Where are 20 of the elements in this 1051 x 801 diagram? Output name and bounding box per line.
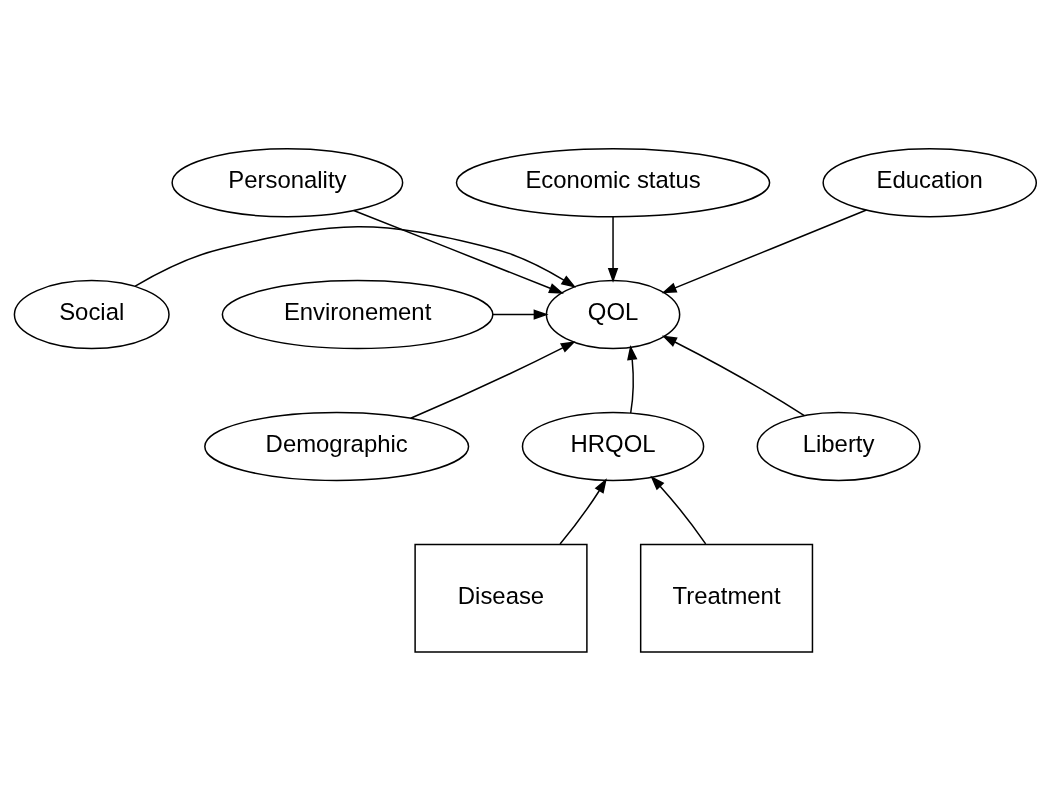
node-ellipse: Economic status bbox=[455, 148, 771, 218]
arrow bbox=[352, 209, 564, 294]
node-box: Disease bbox=[414, 543, 588, 653]
arrow bbox=[409, 341, 576, 419]
node-ellipse: Demographic bbox=[204, 411, 470, 482]
node-box: Treatment bbox=[639, 543, 814, 653]
node-ellipse: Liberty bbox=[756, 411, 921, 482]
arrow bbox=[661, 335, 806, 417]
node-ellipse: Social bbox=[13, 279, 170, 350]
arrow bbox=[492, 309, 549, 320]
arrow bbox=[661, 209, 868, 294]
arrow bbox=[134, 226, 577, 288]
arrow bbox=[650, 475, 707, 545]
node-ellipse: Education bbox=[822, 148, 1038, 218]
node-ellipse: Personality bbox=[171, 148, 404, 218]
node-ellipse: Environement bbox=[221, 279, 494, 350]
node-ellipse: HRQOL bbox=[521, 411, 705, 482]
arrow bbox=[607, 216, 619, 283]
arrow bbox=[559, 478, 607, 545]
arrow bbox=[627, 345, 638, 414]
